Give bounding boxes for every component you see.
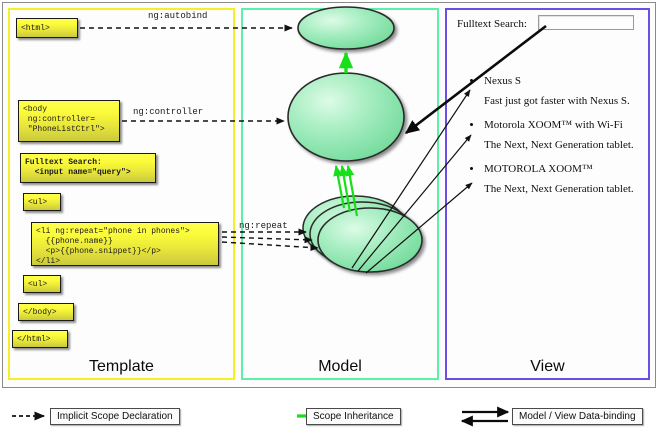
phonelistctrl-scope-title: PhoneListCtrl Scope (312, 89, 380, 113)
list-item[interactable]: Nexus S Fast just got faster with Nexus … (470, 75, 645, 107)
bullet-icon (470, 79, 473, 82)
phone-snippet: The Next, Next Generation tablet. (484, 139, 634, 151)
list-item[interactable]: MOTOROLA XOOM™ The Next, Next Generation… (470, 163, 645, 195)
phone-snippet: Fast just got faster with Nexus S. (484, 95, 630, 107)
li-repeat-box: <li ng:repeat="phone in phones"> {{phone… (31, 222, 219, 266)
panel-template (8, 8, 235, 380)
ul-close-box: <ul> (23, 275, 61, 293)
panel-label-template: Template (89, 358, 154, 375)
bullet-icon (470, 123, 473, 126)
view-search-label: Fulltext Search: (457, 18, 527, 30)
phone-name: Nexus S (484, 75, 521, 87)
legend-item-model-view-data-binding: Model / View Data-binding (512, 408, 643, 425)
list-item[interactable]: Motorola XOOM™ with Wi-Fi The Next, Next… (470, 119, 645, 151)
repeater-scope-prop-phone: phone: Object (330, 252, 406, 263)
ng-autobind-label: ng:autobind (148, 11, 208, 21)
phonelistctrl-scope-prop-query: query: String (308, 124, 384, 135)
html-close-box: </html> (12, 330, 68, 348)
body-controller-box: <body ng:controller= "PhoneListCtrl"> (18, 100, 120, 142)
phone-name: MOTOROLA XOOM™ (484, 163, 593, 175)
phone-name: Motorola XOOM™ with Wi-Fi (484, 119, 623, 131)
html-open-box: <html> (16, 18, 78, 38)
phonelistctrl-scope-prop-phones: phones: Array (308, 135, 384, 146)
repeater-scope-title: Repeater Scope (345, 221, 391, 245)
diagram-outer-frame (2, 2, 656, 388)
view-phone-list: Nexus S Fast just got faster with Nexus … (470, 75, 645, 199)
fulltext-search-box: Fulltext Search: <input name="query"> (20, 153, 156, 183)
bullet-icon (470, 167, 473, 170)
legend-item-implicit-scope-declaration: Implicit Scope Declaration (50, 408, 180, 425)
ul-open-box: <ul> (23, 193, 61, 211)
panel-model (241, 8, 439, 380)
root-scope-title: Root Scope (330, 12, 362, 36)
panel-label-view: View (530, 358, 565, 375)
ng-controller-label: ng:controller (133, 107, 204, 117)
ng-repeat-label: ng:repeat (239, 221, 288, 231)
fulltext-search-input[interactable] (538, 15, 634, 30)
panel-label-model: Model (318, 358, 362, 375)
legend-item-scope-inheritance: Scope Inheritance (306, 408, 401, 425)
phone-snippet: The Next, Next Generation tablet. (484, 183, 634, 195)
body-close-box: </body> (18, 303, 74, 321)
